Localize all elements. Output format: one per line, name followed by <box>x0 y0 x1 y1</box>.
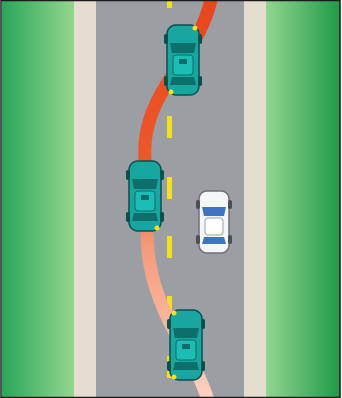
grass-left <box>2 0 74 398</box>
shoulder-left <box>74 0 96 398</box>
teal-car-middle <box>126 161 164 231</box>
grass-right <box>266 0 340 398</box>
teal-car-top <box>164 25 202 95</box>
teal-car-bottom <box>167 310 205 380</box>
shoulder-right <box>244 0 266 398</box>
white-car-icon <box>196 191 232 253</box>
